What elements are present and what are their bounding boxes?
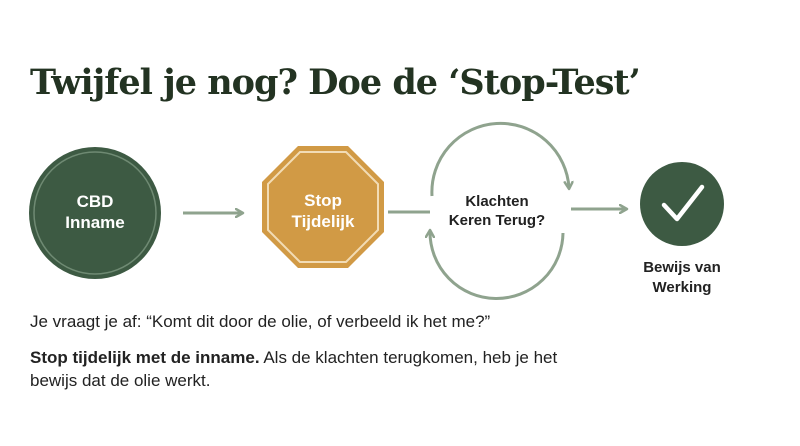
symptoms-label-line2: Keren Terug? [449, 212, 545, 229]
advice-rest-text: Als de klachten terugkomen, heb je het b… [30, 348, 558, 390]
advice-bold-text: Stop tijdelijk met de inname. [30, 348, 260, 367]
cycle-arrows-icon [430, 121, 569, 300]
proof-label-line2: Werking [653, 279, 712, 296]
cbd-intake-label-line2: Inname [65, 213, 125, 232]
advice-paragraph: Stop tijdelijk met de inname. Als de kla… [30, 346, 590, 392]
cbd-intake-node: CBD Inname [29, 147, 161, 279]
stop-sign-node: Stop Tijdelijk [262, 146, 384, 268]
cbd-intake-label-line1: CBD [77, 192, 114, 211]
page-title: Twijfel je nog? Doe de ‘Stop-Test’ [30, 62, 641, 103]
checkmark-icon [661, 184, 705, 222]
stop-label-line2: Tijdelijk [292, 212, 356, 231]
proof-label-line1: Bewijs van [643, 259, 721, 276]
proof-node [640, 162, 724, 246]
question-text: Je vraagt je af: “Komt dit door de olie,… [30, 312, 491, 331]
symptoms-label-line1: Klachten [465, 193, 528, 210]
stop-label-line1: Stop [304, 191, 342, 210]
